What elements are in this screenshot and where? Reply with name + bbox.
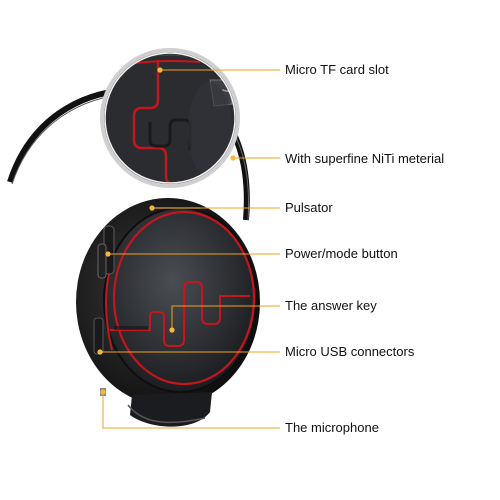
leader-dot-tf-slot — [157, 67, 163, 73]
callout-label-mic: The microphone — [285, 420, 379, 435]
leader-dot-answer — [169, 327, 175, 333]
callout-label-pulsator: Pulsator — [285, 200, 333, 215]
callout-label-usb: Micro USB connectors — [285, 344, 415, 359]
callout-label-niti: With superfine NiTi meterial — [285, 151, 445, 166]
leader-dot-pulsator — [149, 205, 155, 211]
magnifier-lens — [100, 48, 240, 188]
leader-dots — [97, 67, 236, 395]
callout-label-tf-slot: Micro TF card slot — [285, 62, 389, 77]
leader-line-answer — [171, 305, 280, 330]
leader-dot-mic — [100, 389, 106, 395]
leader-dot-niti — [230, 155, 236, 161]
callout-label-answer: The answer key — [285, 298, 377, 313]
callout-label-power: Power/mode button — [285, 246, 398, 261]
leader-lines — [100, 69, 280, 429]
leader-dot-usb — [97, 349, 103, 355]
leader-line-mic — [102, 392, 280, 429]
leader-dot-power — [105, 251, 111, 257]
